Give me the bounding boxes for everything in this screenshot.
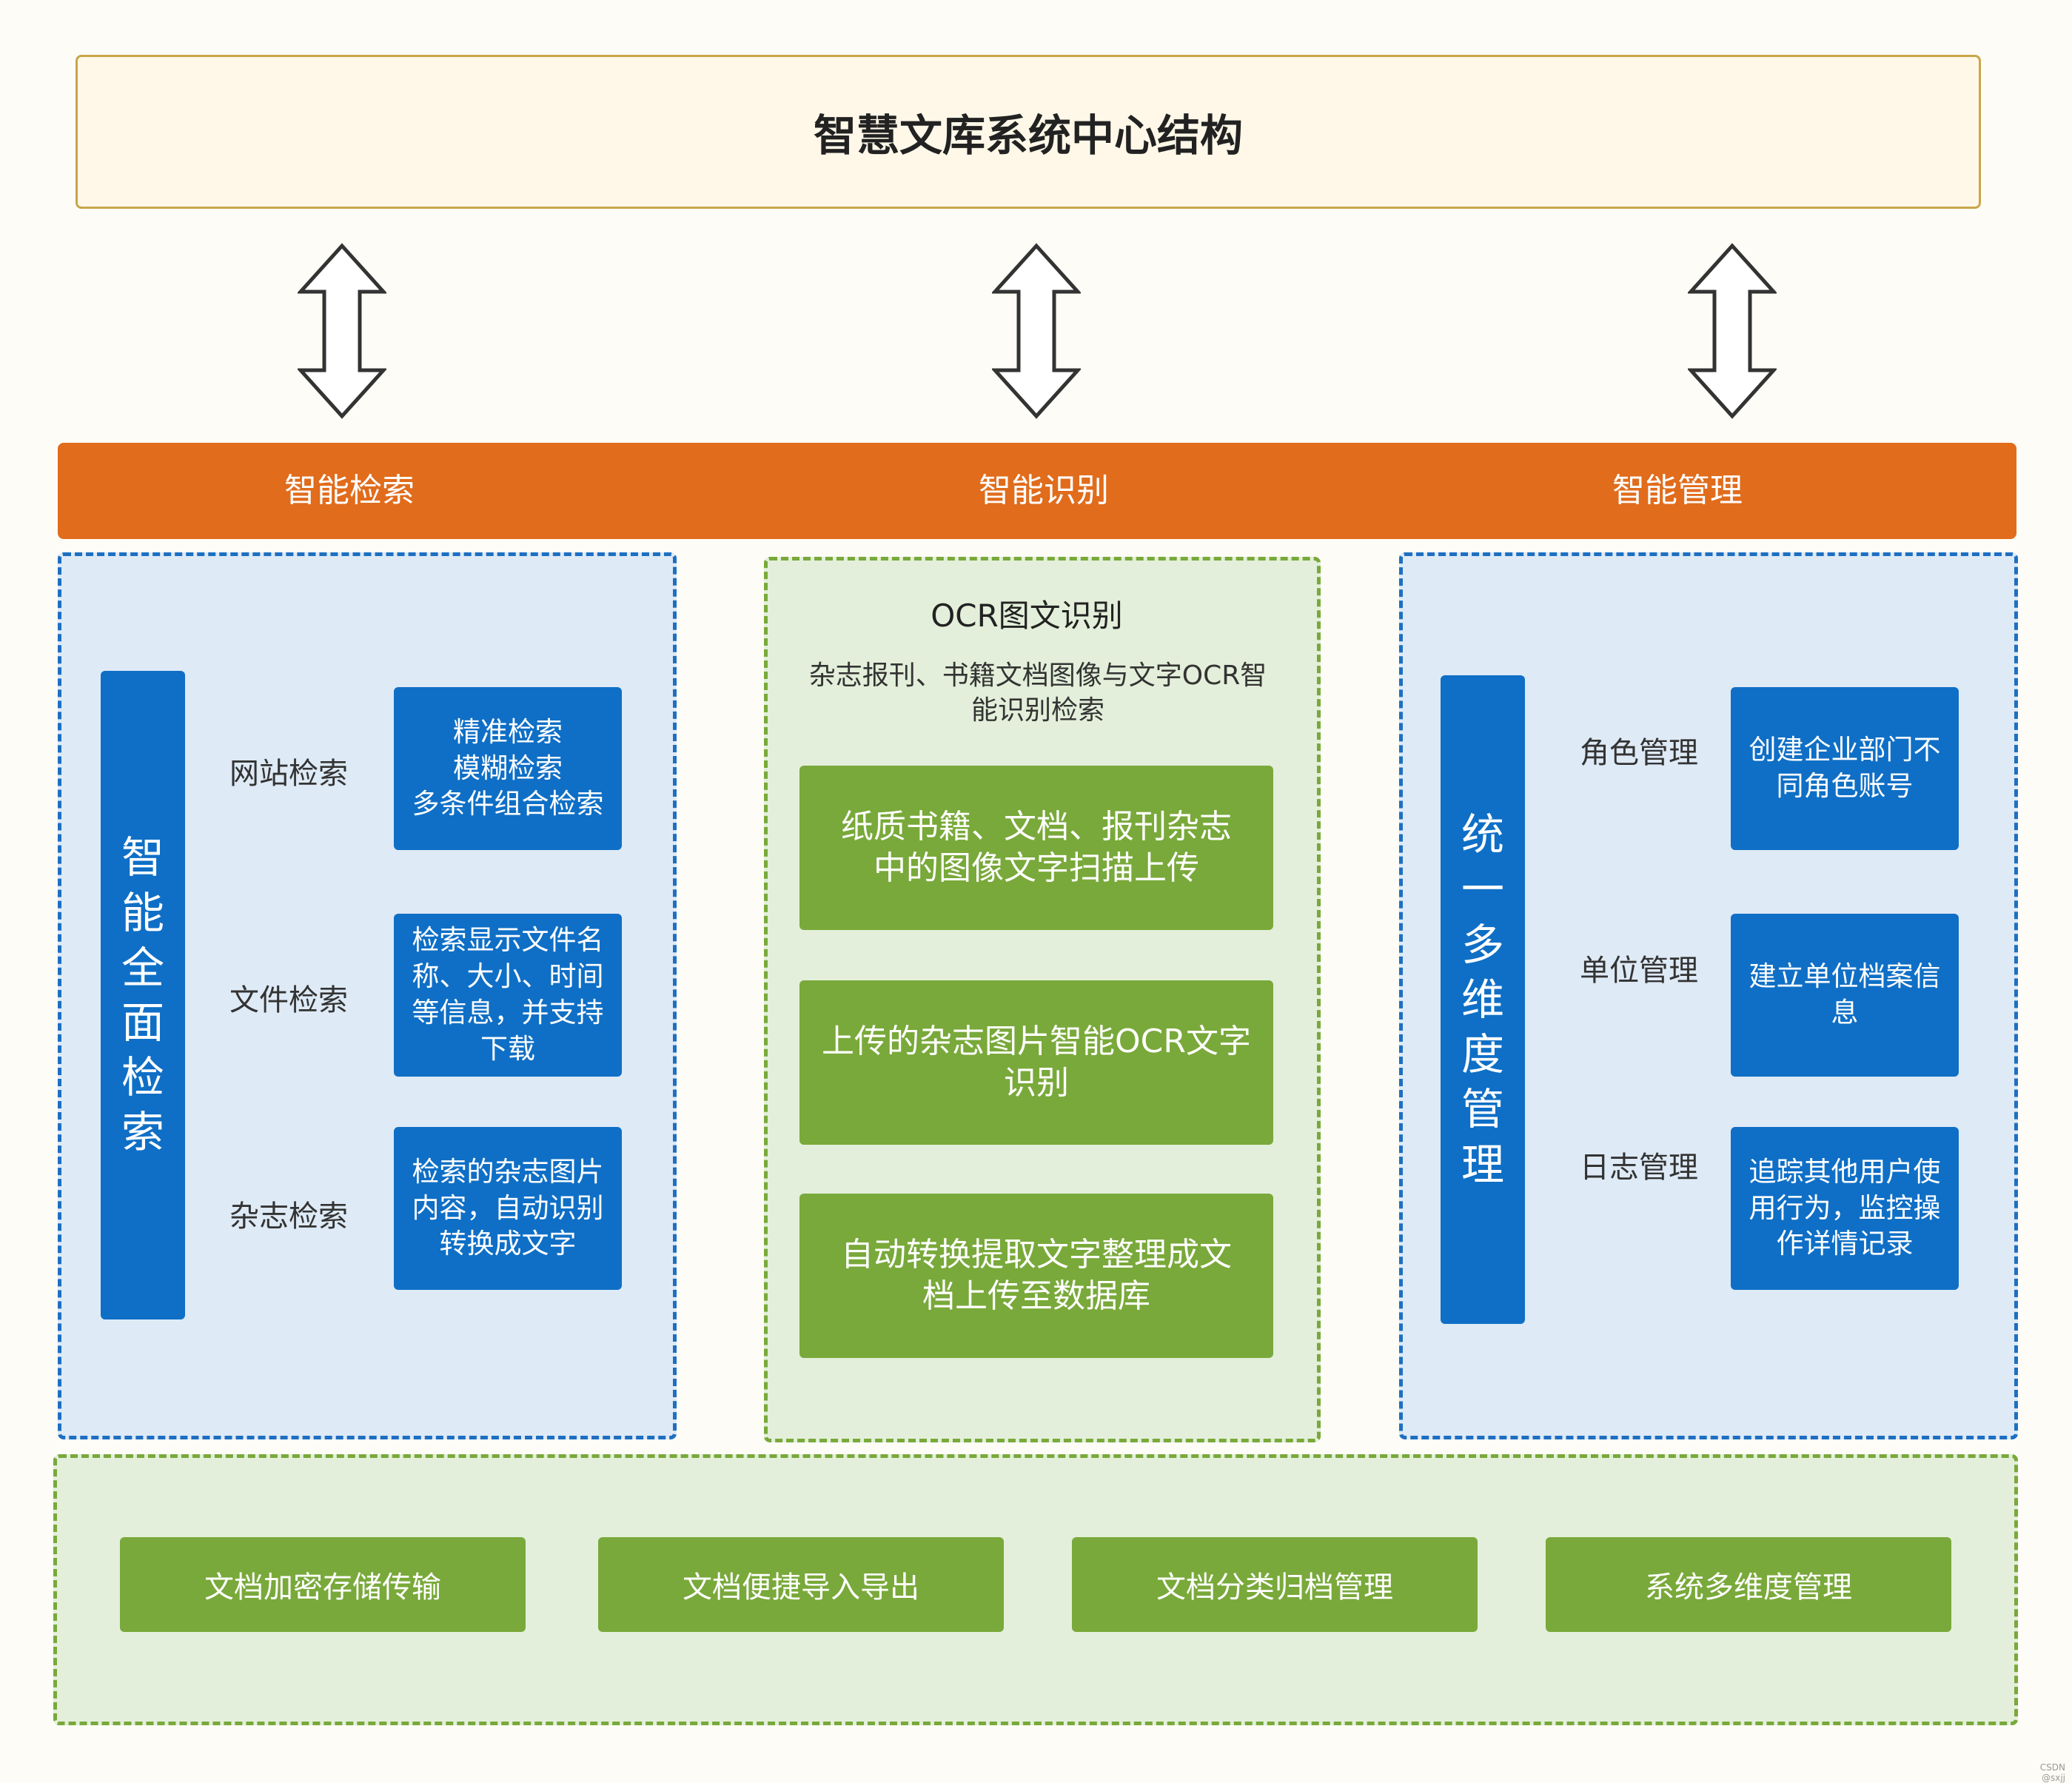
management-row-label-unit: 单位管理 — [1580, 954, 1698, 988]
management-row-box-log: 追踪其他用户使 用行为，监控操 作详情记录 — [1731, 1127, 1959, 1290]
vertical-char: 智 — [121, 832, 164, 883]
module-banner: 智能检索 智能识别 智能管理 — [58, 443, 2016, 539]
banner-label-search: 智能检索 — [284, 472, 415, 509]
step-line: 档上传至数据库 — [922, 1277, 1150, 1315]
footer-box-import-export: 文档便捷导入导出 — [598, 1537, 1004, 1632]
box-line: 建立单位档案信 — [1749, 960, 1941, 993]
box-line: 同角色账号 — [1776, 770, 1914, 802]
ocr-step-recognize: 上传的杂志图片智能OCR文字 识别 — [799, 980, 1273, 1145]
box-line: 精准检索 — [453, 715, 563, 748]
footer-box-classification: 文档分类归档管理 — [1072, 1537, 1478, 1632]
vertical-char: 多 — [1461, 919, 1504, 970]
search-row-box-website: 精准检索 模糊检索 多条件组合检索 — [394, 687, 622, 850]
vertical-char: 理 — [1461, 1139, 1504, 1190]
step-line: 上传的杂志图片智能OCR文字 — [822, 1022, 1251, 1060]
search-row-label-website: 网站检索 — [229, 757, 348, 791]
management-row-label-role: 角色管理 — [1580, 736, 1698, 770]
system-title: 智慧文库系统中心结构 — [76, 55, 1981, 209]
footer-box-multi-dim-management: 系统多维度管理 — [1546, 1537, 1951, 1632]
desc-line: 能识别检索 — [970, 695, 1104, 726]
desc-line: 杂志报刊、书籍文档图像与文字OCR智 — [808, 660, 1267, 691]
vertical-char: 全 — [121, 942, 164, 993]
step-line: 纸质书籍、文档、报刊杂志 — [841, 807, 1232, 846]
double-arrow-icon-center — [992, 243, 1081, 419]
vertical-char: 检 — [121, 1052, 164, 1103]
search-vertical-title: 智 能 全 面 检 索 — [101, 671, 185, 1319]
step-line: 识别 — [1004, 1064, 1069, 1102]
management-row-box-unit: 建立单位档案信 息 — [1731, 914, 1959, 1077]
double-arrow-icon-right — [1688, 243, 1777, 419]
box-line: 追踪其他用户使 — [1749, 1155, 1941, 1188]
ocr-step-scan-upload: 纸质书籍、文档、报刊杂志 中的图像文字扫描上传 — [799, 766, 1273, 930]
box-line: 模糊检索 — [453, 752, 563, 784]
step-line: 中的图像文字扫描上传 — [874, 849, 1199, 887]
vertical-char: 面 — [121, 997, 164, 1048]
ocr-description: 杂志报刊、书籍文档图像与文字OCR智 能识别检索 — [786, 659, 1290, 729]
management-row-label-log: 日志管理 — [1580, 1151, 1698, 1185]
footer-box-encrypted-storage: 文档加密存储传输 — [120, 1537, 526, 1632]
management-row-box-role: 创建企业部门不 同角色账号 — [1731, 687, 1959, 850]
banner-label-recognition: 智能识别 — [979, 472, 1109, 509]
box-line: 称、大小、时间 — [412, 960, 604, 993]
box-line: 用行为，监控操 — [1749, 1191, 1941, 1224]
search-row-label-file: 文件检索 — [229, 983, 348, 1017]
ocr-heading: OCR图文识别 — [931, 598, 1123, 634]
search-row-box-file: 检索显示文件名 称、大小、时间 等信息，并支持 下载 — [394, 914, 622, 1077]
box-line: 等信息，并支持 — [412, 997, 604, 1028]
box-line: 下载 — [480, 1032, 535, 1065]
box-line: 检索显示文件名 — [412, 924, 604, 957]
vertical-char: 一 — [1461, 864, 1504, 915]
box-line: 检索的杂志图片 — [412, 1155, 604, 1188]
search-row-label-magazine: 杂志检索 — [229, 1200, 348, 1234]
management-vertical-title: 统 一 多 维 度 管 理 — [1441, 675, 1525, 1324]
double-arrow-icon-left — [298, 243, 386, 419]
watermark: CSDN @sxjj — [2039, 1762, 2065, 1783]
search-row-box-magazine: 检索的杂志图片 内容，自动识别 转换成文字 — [394, 1127, 622, 1290]
box-line: 作详情记录 — [1776, 1228, 1914, 1260]
vertical-char: 能 — [121, 887, 164, 938]
vertical-char: 度 — [1461, 1029, 1504, 1080]
box-line: 创建企业部门不 — [1749, 734, 1941, 766]
vertical-char: 索 — [121, 1107, 164, 1158]
vertical-char: 维 — [1461, 974, 1504, 1025]
box-line: 多条件组合检索 — [412, 788, 604, 820]
vertical-char: 统 — [1461, 809, 1504, 860]
ocr-step-archive: 自动转换提取文字整理成文 档上传至数据库 — [799, 1194, 1273, 1358]
box-line: 转换成文字 — [439, 1228, 577, 1260]
banner-label-management: 智能管理 — [1612, 472, 1743, 509]
step-line: 自动转换提取文字整理成文 — [841, 1235, 1232, 1274]
box-line: 息 — [1831, 997, 1859, 1028]
box-line: 内容，自动识别 — [412, 1191, 604, 1224]
vertical-char: 管 — [1461, 1084, 1504, 1135]
